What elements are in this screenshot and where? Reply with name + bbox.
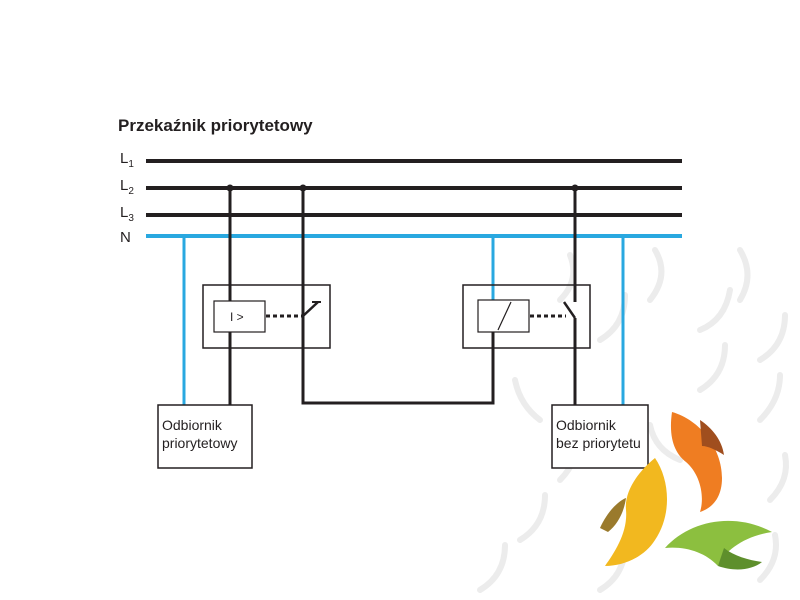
switch-contact [302, 301, 319, 317]
label-l2: L2 [120, 177, 134, 197]
contactor-housing [462, 284, 591, 349]
brand-logo-icon [600, 412, 772, 570]
receiver-nonpriority-line2: bez priorytetu [556, 435, 641, 451]
receiver-priority-line1: Odbiornik [162, 417, 223, 433]
contactor-coil [477, 299, 530, 333]
current-sensor-box [213, 300, 266, 333]
diagram-title: Przekaźnik priorytetowy [118, 116, 313, 135]
label-l3: L3 [120, 204, 134, 224]
receiver-nonpriority-box [551, 404, 649, 469]
label-n: N [120, 229, 131, 246]
coil-diagonal [497, 301, 512, 331]
watermark-pattern [477, 247, 789, 593]
receiver-priority-line2: priorytetowy [162, 435, 237, 451]
receiver-priority-box [157, 404, 253, 469]
priority-relay-housing [202, 284, 331, 349]
switch-contact [562, 301, 577, 319]
wire-control-loop [301, 188, 495, 405]
label-l1: L1 [120, 150, 134, 170]
receiver-nonpriority-line1: Odbiornik [556, 417, 617, 433]
current-sensor-symbol: I > [230, 310, 244, 324]
